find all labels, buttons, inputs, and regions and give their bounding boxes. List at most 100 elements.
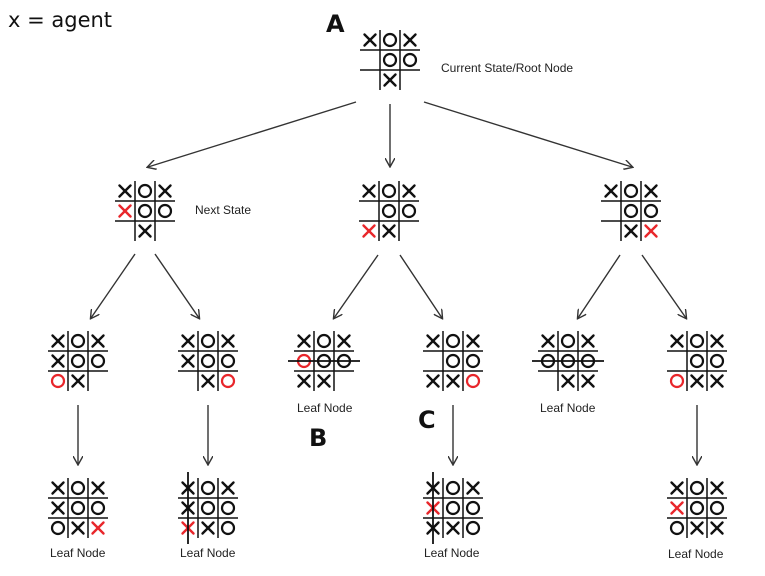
o-mark xyxy=(382,32,398,48)
x-mark xyxy=(670,501,684,515)
edge-n1-l1 xyxy=(91,253,136,318)
x-mark xyxy=(317,374,331,388)
x-mark xyxy=(382,224,396,238)
x-mark xyxy=(91,481,105,495)
o-mark xyxy=(465,520,481,536)
x-mark xyxy=(710,481,724,495)
x-mark xyxy=(446,374,460,388)
o-mark xyxy=(200,333,216,349)
edge-n1-l2 xyxy=(154,253,199,318)
edge-n3-l5 xyxy=(578,254,621,318)
x-mark xyxy=(581,334,595,348)
edge-n2-l3 xyxy=(334,254,379,318)
x-mark xyxy=(670,481,684,495)
board-root xyxy=(360,30,420,90)
x-mark xyxy=(644,184,658,198)
x-mark xyxy=(624,224,638,238)
leaf-label-l5: Leaf Node xyxy=(540,401,596,415)
x-mark xyxy=(690,374,704,388)
o-mark xyxy=(689,480,705,496)
board-level2-1 xyxy=(48,331,108,391)
x-mark xyxy=(466,481,480,495)
o-mark xyxy=(560,333,576,349)
marker-b: B xyxy=(309,424,327,452)
x-mark xyxy=(118,204,132,218)
o-mark xyxy=(669,520,685,536)
x-mark xyxy=(297,334,311,348)
o-mark xyxy=(200,500,216,516)
x-mark xyxy=(51,354,65,368)
o-mark xyxy=(445,353,461,369)
o-mark xyxy=(220,520,236,536)
x-mark xyxy=(710,521,724,535)
x-mark xyxy=(541,334,555,348)
board-level2-2 xyxy=(178,331,238,391)
o-mark xyxy=(709,500,725,516)
x-mark xyxy=(644,224,658,238)
x-mark xyxy=(690,521,704,535)
board-level2-5 xyxy=(532,331,604,391)
edge-root-n3 xyxy=(423,101,632,167)
o-mark xyxy=(90,353,106,369)
x-mark xyxy=(71,374,85,388)
next-state-label: Next State xyxy=(195,203,251,217)
o-mark xyxy=(220,353,236,369)
root-label: Current State/Root Node xyxy=(441,61,573,75)
board-final-6 xyxy=(667,478,727,538)
o-mark xyxy=(669,373,685,389)
o-mark xyxy=(382,52,398,68)
board-level2-6 xyxy=(667,331,727,391)
o-mark xyxy=(465,373,481,389)
o-mark xyxy=(70,333,86,349)
o-mark xyxy=(402,52,418,68)
board-final-1 xyxy=(48,478,108,538)
x-mark xyxy=(158,184,172,198)
x-mark xyxy=(402,184,416,198)
o-mark xyxy=(90,500,106,516)
o-mark xyxy=(623,183,639,199)
leaf-label-f6: Leaf Node xyxy=(668,547,724,561)
o-mark xyxy=(445,480,461,496)
x-mark xyxy=(51,334,65,348)
x-mark xyxy=(363,33,377,47)
o-mark xyxy=(50,520,66,536)
x-mark xyxy=(466,334,480,348)
board-next-2 xyxy=(359,181,419,241)
x-mark xyxy=(91,521,105,535)
o-mark xyxy=(200,353,216,369)
o-mark xyxy=(381,183,397,199)
x-mark xyxy=(181,354,195,368)
x-mark xyxy=(201,521,215,535)
o-mark xyxy=(137,183,153,199)
x-mark xyxy=(201,374,215,388)
o-mark xyxy=(689,333,705,349)
x-mark xyxy=(221,481,235,495)
legend-text: x = agent xyxy=(8,8,112,32)
x-mark xyxy=(51,501,65,515)
o-mark xyxy=(465,353,481,369)
leaf-label-f1: Leaf Node xyxy=(50,546,106,560)
x-mark xyxy=(604,184,618,198)
board-next-3 xyxy=(601,181,661,241)
x-mark xyxy=(362,224,376,238)
x-mark xyxy=(51,481,65,495)
x-mark xyxy=(138,224,152,238)
x-mark xyxy=(383,73,397,87)
o-mark xyxy=(316,333,332,349)
x-mark xyxy=(426,374,440,388)
o-mark xyxy=(70,500,86,516)
x-mark xyxy=(118,184,132,198)
o-mark xyxy=(689,500,705,516)
o-mark xyxy=(200,480,216,496)
x-mark xyxy=(426,334,440,348)
x-mark xyxy=(91,334,105,348)
o-mark xyxy=(623,203,639,219)
o-mark xyxy=(157,203,173,219)
x-mark xyxy=(446,521,460,535)
x-mark xyxy=(71,521,85,535)
board-level2-3 xyxy=(288,331,360,391)
x-mark xyxy=(561,374,575,388)
x-mark xyxy=(581,374,595,388)
board-next-1 xyxy=(115,181,175,241)
